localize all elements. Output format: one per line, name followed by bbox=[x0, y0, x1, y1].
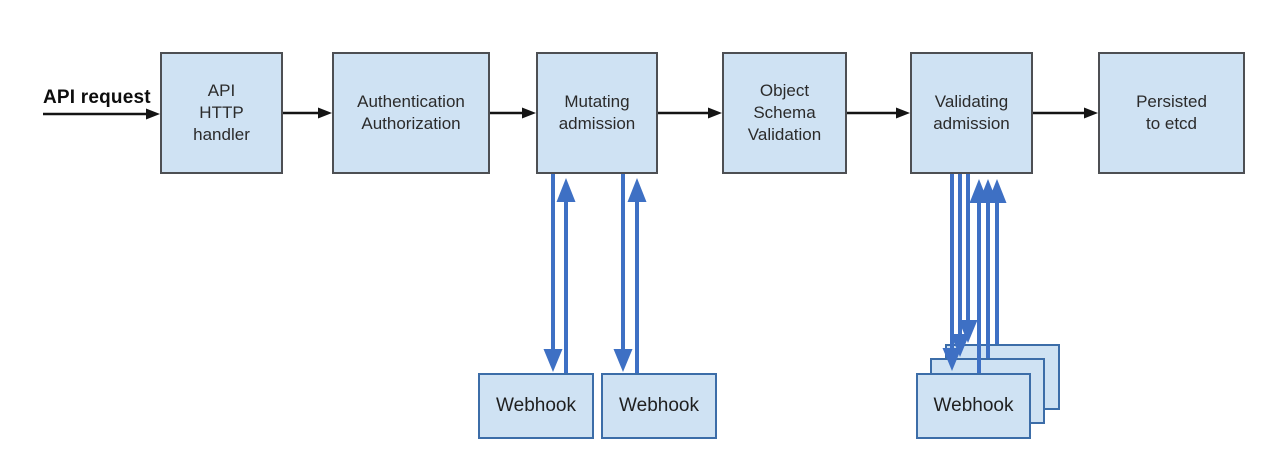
arrow-validating-to-webhook-middle bbox=[950, 174, 970, 357]
arrow-webhook-middle-to-validating bbox=[978, 179, 998, 358]
arrow-validating-to-etcd bbox=[1033, 107, 1098, 119]
node-label: Authentication Authorization bbox=[357, 92, 465, 133]
node-label: Object Schema Validation bbox=[747, 81, 822, 144]
node-label: Mutating admission bbox=[558, 92, 636, 133]
arrow-schema-to-validating bbox=[847, 107, 910, 119]
node-label: Webhook bbox=[933, 394, 1014, 416]
arrow-api-request bbox=[43, 108, 160, 120]
arrow-webhook1-to-mutating bbox=[556, 178, 576, 373]
arrow-webhook2-to-mutating bbox=[627, 178, 647, 373]
arrow-auth-to-mutating bbox=[490, 107, 536, 119]
node-mutating-admission: Mutating admission bbox=[536, 52, 658, 174]
node-api-http-handler: API HTTP handler bbox=[160, 52, 283, 174]
node-label: Webhook bbox=[496, 394, 576, 416]
node-mutating-webhook-1: Webhook bbox=[478, 373, 594, 439]
node-label: Validating admission bbox=[933, 92, 1010, 133]
node-validating-webhook-front: Webhook bbox=[916, 373, 1031, 439]
node-persisted-to-etcd: Persisted to etcd bbox=[1098, 52, 1245, 174]
node-label: API HTTP handler bbox=[193, 81, 250, 144]
arrow-mutating-to-webhook1 bbox=[543, 174, 563, 372]
api-request-label: API request bbox=[43, 87, 151, 108]
arrow-validating-to-webhook-front bbox=[942, 174, 962, 371]
arrow-handler-to-auth bbox=[283, 107, 332, 119]
node-label: Webhook bbox=[619, 394, 699, 416]
arrow-validating-to-webhook-back bbox=[958, 174, 978, 343]
node-mutating-webhook-2: Webhook bbox=[601, 373, 717, 439]
arrow-mutating-to-webhook2 bbox=[613, 174, 633, 372]
node-authentication-authorization: Authentication Authorization bbox=[332, 52, 490, 174]
arrow-webhook-back-to-validating bbox=[987, 179, 1007, 344]
node-validating-admission: Validating admission bbox=[910, 52, 1033, 174]
node-object-schema-validation: Object Schema Validation bbox=[722, 52, 847, 174]
arrow-mutating-to-schema bbox=[658, 107, 722, 119]
node-label: Persisted to etcd bbox=[1136, 92, 1207, 133]
